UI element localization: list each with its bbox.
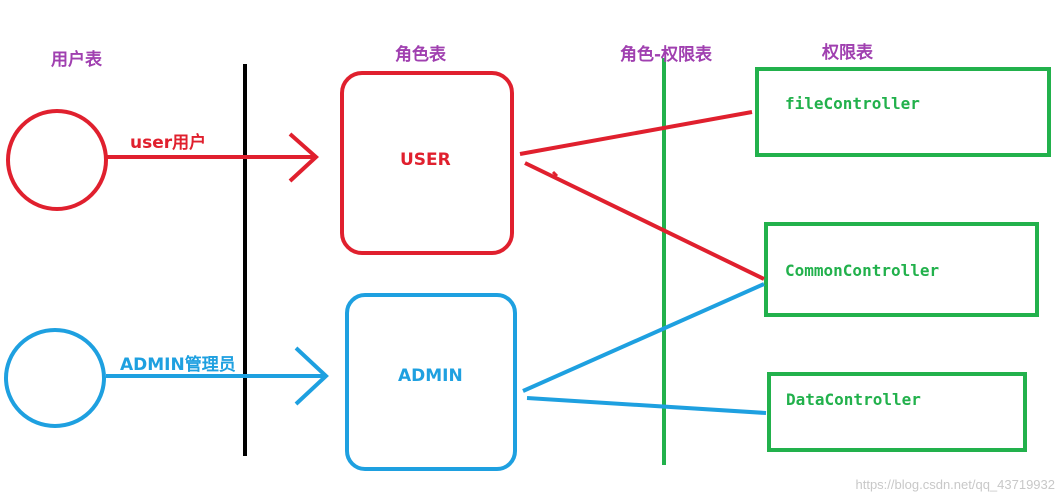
user-table-header: 用户表 xyxy=(51,50,102,70)
permission-file-box xyxy=(755,67,1051,157)
role-admin-label: ADMIN xyxy=(398,366,463,386)
permission-table-header: 权限表 xyxy=(822,43,873,63)
role-admin-box xyxy=(345,293,517,471)
admin-to-role-arrow xyxy=(106,346,329,406)
user-label: user用户 xyxy=(130,133,207,153)
permission-common-label: CommonController xyxy=(785,261,940,280)
user-circle xyxy=(6,109,108,211)
role-table-header: 角色表 xyxy=(395,45,446,65)
admin-common-link xyxy=(522,282,765,393)
role-permission-table-header: 角色-权限表 xyxy=(620,45,713,65)
admin-label: ADMIN管理员 xyxy=(120,355,236,375)
role-user-label: USER xyxy=(400,150,451,170)
user-file-link xyxy=(519,110,753,156)
user-common-link xyxy=(524,161,765,281)
watermark: https://blog.csdn.net/qq_43719932 xyxy=(855,477,1056,492)
permission-data-box xyxy=(767,372,1027,452)
admin-circle xyxy=(4,328,106,428)
admin-data-link xyxy=(526,396,767,415)
permission-common-box xyxy=(764,222,1039,317)
permission-data-label: DataController xyxy=(786,390,921,409)
role-user-box xyxy=(340,71,514,255)
stray-mark xyxy=(551,170,559,178)
user-to-role-arrow xyxy=(106,132,319,183)
permission-file-label: fileController xyxy=(785,94,920,113)
